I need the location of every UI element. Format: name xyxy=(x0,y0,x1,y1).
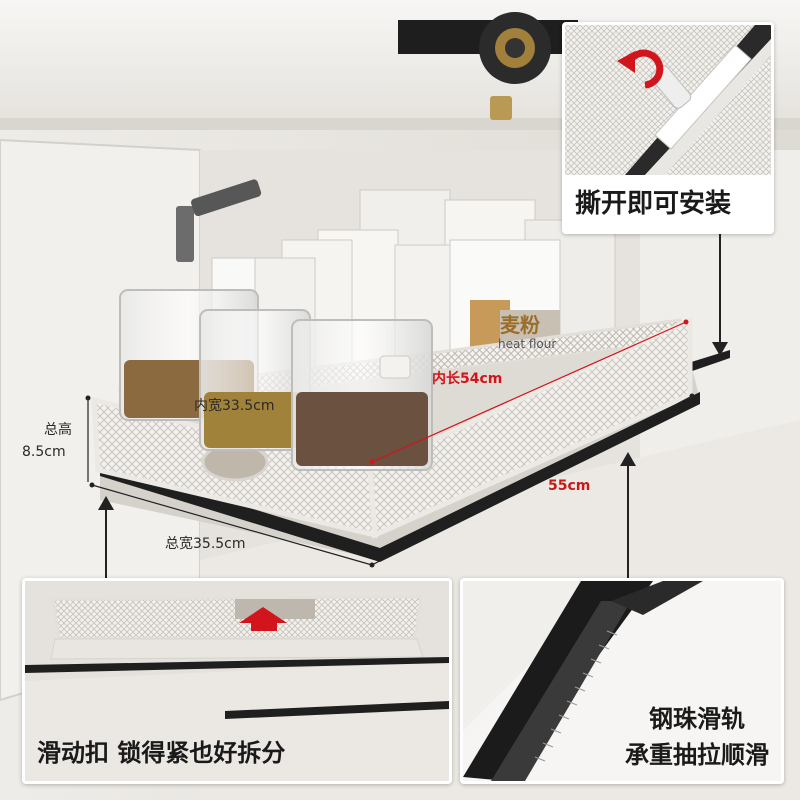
flour-package-label: 麦粉 xyxy=(500,313,540,337)
total-height-value: 8.5cm xyxy=(22,444,66,460)
ball-bearing-rail-inset: 钢珠滑轨 承重抽拉顺滑 xyxy=(460,578,784,784)
adhesive-tape-illustration xyxy=(565,25,771,175)
total-width-label: 总宽35.5cm xyxy=(165,536,246,552)
rail-caption-line2: 承重抽拉顺滑 xyxy=(625,741,769,769)
slide-lock-illustration xyxy=(25,581,449,781)
length-label: 55cm xyxy=(548,478,591,494)
slide-lock-inset: 滑动扣 锁得紧也好拆分 xyxy=(22,578,452,784)
total-height-title: 总高 xyxy=(44,422,72,438)
adhesive-tape-inset: 撕开即可安装 xyxy=(562,22,774,234)
adhesive-caption: 撕开即可安装 xyxy=(575,189,732,219)
inner-length-label: 内长54cm xyxy=(432,371,503,387)
rail-caption-line1: 钢珠滑轨 xyxy=(649,705,745,733)
rail-illustration xyxy=(463,581,781,781)
inner-width-label: 内宽33.5cm xyxy=(194,398,275,414)
storage-jars xyxy=(119,289,433,471)
slide-lock-caption: 滑动扣 锁得紧也好拆分 xyxy=(37,739,286,767)
flour-package-sublabel: heat flour xyxy=(498,337,557,351)
